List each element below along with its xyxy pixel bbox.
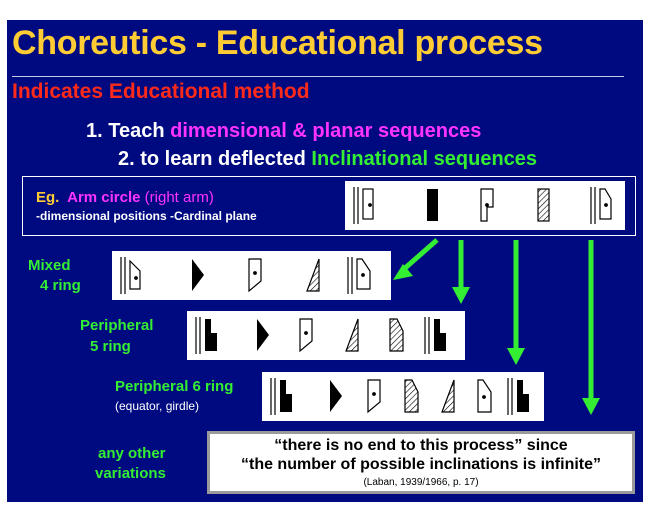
arrowhead-other xyxy=(582,398,600,415)
arrow-to-mixed xyxy=(402,238,439,271)
arrowhead-mixed xyxy=(393,264,413,280)
label-peripheral-6: Peripheral 6 ring xyxy=(115,378,234,395)
step-2-number: 2. xyxy=(118,148,135,170)
step-1-highlight: dimensional & planar sequences xyxy=(170,120,482,142)
step-2-text: to learn deflected xyxy=(134,148,312,170)
title-divider xyxy=(12,76,624,77)
quote-line-1: “there is no end to this process” since xyxy=(274,437,568,454)
step-1: 1. Teach dimensional & planar sequences xyxy=(86,120,481,143)
label-any-other: any other xyxy=(98,445,166,462)
quote-citation: (Laban, 1939/1966, p. 17) xyxy=(363,477,479,488)
label-5-ring: 5 ring xyxy=(90,338,131,355)
quote-line-2: “the number of possible inclinations is … xyxy=(240,456,602,473)
notation-strip-mixed-4-ring xyxy=(112,251,391,300)
label-6-ring-sub: (equator, girdle) xyxy=(115,399,200,413)
notation-symbols xyxy=(195,317,446,354)
example-heading: Eg. Arm circle (right arm) xyxy=(36,189,214,206)
step-1-text: Teach xyxy=(102,120,171,142)
example-name: Arm circle xyxy=(67,189,141,206)
label-mixed: Mixed xyxy=(28,257,71,274)
notation-strip-arm-circle xyxy=(345,181,625,230)
step-1-number: 1. xyxy=(86,120,103,142)
label-peripheral-5: Peripheral xyxy=(80,317,154,334)
notation-strip-peripheral-6-ring xyxy=(262,372,544,421)
notation-symbols xyxy=(120,257,371,294)
example-description: -dimensional positions -Cardinal plane xyxy=(36,209,257,223)
step-2: 2. to learn deflected Inclinational sequ… xyxy=(118,148,537,171)
label-4-ring: 4 ring xyxy=(40,277,81,294)
example-eg: Eg. xyxy=(36,189,60,206)
notation-strip-peripheral-5-ring xyxy=(187,311,465,360)
slide-title: Choreutics - Educational process xyxy=(12,24,543,62)
example-box xyxy=(22,176,636,236)
label-variations: variations xyxy=(95,465,166,482)
notation-symbols xyxy=(270,378,529,415)
notation-symbols xyxy=(353,187,612,224)
arrowhead-peripheral-5 xyxy=(452,287,470,304)
example-detail: (right arm) xyxy=(140,189,214,206)
quote-box: “there is no end to this process” since … xyxy=(207,431,635,494)
step-2-highlight: Inclinational sequences xyxy=(311,148,538,170)
arrowhead-peripheral-6 xyxy=(507,348,525,365)
slide-subtitle: Indicates Educational method xyxy=(12,80,310,103)
